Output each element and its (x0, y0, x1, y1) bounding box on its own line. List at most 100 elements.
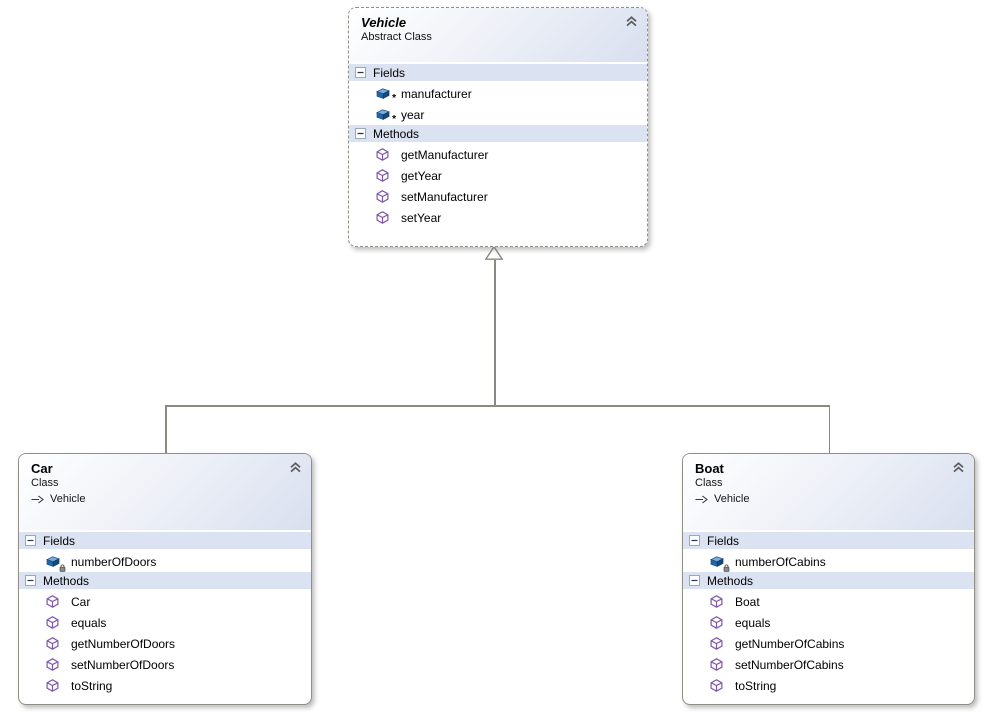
member-label: toString (735, 678, 777, 693)
member-label: setNumberOfCabins (735, 657, 844, 672)
class-vehicle[interactable]: Vehicle Abstract Class Fields * manufact… (348, 7, 648, 247)
private-lock-icon (723, 564, 730, 572)
collapse-minus-icon[interactable] (355, 128, 366, 139)
inheritance-arrow-icon (31, 495, 45, 504)
method-row[interactable]: setNumberOfDoors (19, 654, 311, 675)
member-label: getManufacturer (401, 147, 489, 162)
collapse-minus-icon[interactable] (689, 575, 700, 586)
member-label: setManufacturer (401, 189, 488, 204)
member-label: Boat (735, 594, 760, 609)
class-name: Boat (695, 461, 724, 476)
class-kind: Class (31, 477, 59, 489)
inheritance-arrow-icon (695, 495, 709, 504)
class-vehicle-header: Vehicle Abstract Class (349, 8, 647, 64)
private-field-icon (46, 556, 66, 572)
member-label: toString (71, 678, 113, 693)
member-label: numberOfDoors (71, 554, 157, 569)
base-class-row: Vehicle (695, 493, 964, 505)
class-name: Car (31, 461, 53, 476)
method-row[interactable]: equals (19, 612, 311, 633)
section-label: Methods (43, 573, 90, 588)
class-boat[interactable]: Boat Class Vehicle Fields (682, 453, 975, 705)
base-class-row: Vehicle (31, 493, 301, 505)
field-row[interactable]: * manufacturer (349, 83, 647, 104)
member-label: year (401, 107, 425, 122)
collapse-minus-icon[interactable] (25, 575, 36, 586)
member-label: getNumberOfDoors (71, 636, 176, 651)
fields-section-header[interactable]: Fields (683, 532, 974, 549)
base-class-name: Vehicle (714, 493, 750, 505)
field-row[interactable]: numberOfCabins (683, 551, 974, 572)
method-row[interactable]: equals (683, 612, 974, 633)
member-label: Car (71, 594, 91, 609)
method-icon (46, 637, 60, 650)
method-icon (46, 658, 60, 671)
collapse-minus-icon[interactable] (355, 67, 366, 78)
method-icon (376, 148, 390, 161)
method-icon (46, 679, 60, 692)
member-label: numberOfCabins (735, 554, 826, 569)
method-icon (376, 169, 390, 182)
protected-star-icon: * (392, 93, 396, 104)
method-icon (376, 211, 390, 224)
method-row[interactable]: toString (683, 675, 974, 696)
class-kind: Class (695, 477, 723, 489)
method-icon (46, 595, 60, 608)
method-icon (710, 595, 724, 608)
methods-section-header[interactable]: Methods (19, 572, 311, 589)
class-name: Vehicle (361, 15, 407, 30)
method-row[interactable]: setYear (349, 207, 647, 228)
methods-section-header[interactable]: Methods (349, 125, 647, 142)
generalization-triangle-icon[interactable] (484, 245, 504, 260)
method-row[interactable]: Car (19, 591, 311, 612)
class-car-header: Car Class Vehicle (19, 454, 311, 532)
protected-star-icon: * (392, 114, 396, 125)
inheritance-line-vertical-center[interactable] (494, 260, 496, 406)
method-row[interactable]: getNumberOfCabins (683, 633, 974, 654)
section-label: Fields (707, 533, 740, 548)
member-label: setYear (401, 210, 442, 225)
methods-section-header[interactable]: Methods (683, 572, 974, 589)
member-label: equals (71, 615, 107, 630)
protected-field-icon: * (376, 88, 396, 104)
collapse-chevron-icon[interactable] (952, 462, 965, 473)
section-label: Fields (43, 533, 76, 548)
section-label: Methods (373, 126, 420, 141)
method-icon (710, 616, 724, 629)
protected-field-icon: * (376, 109, 396, 125)
class-car[interactable]: Car Class Vehicle Fields (18, 453, 312, 705)
method-row[interactable]: setNumberOfCabins (683, 654, 974, 675)
method-row[interactable]: getNumberOfDoors (19, 633, 311, 654)
class-kind: Abstract Class (361, 31, 432, 43)
member-label: getNumberOfCabins (735, 636, 845, 651)
method-icon (710, 658, 724, 671)
method-row[interactable]: getYear (349, 165, 647, 186)
collapse-chevron-icon[interactable] (625, 16, 638, 27)
field-row[interactable]: numberOfDoors (19, 551, 311, 572)
method-row[interactable]: getManufacturer (349, 144, 647, 165)
method-icon (46, 616, 60, 629)
collapse-minus-icon[interactable] (689, 535, 700, 546)
inheritance-line-horizontal[interactable] (165, 405, 830, 407)
inheritance-line-vertical-boat[interactable] (828, 405, 830, 454)
base-class-name: Vehicle (50, 493, 86, 505)
fields-section-header[interactable]: Fields (349, 64, 647, 81)
fields-section-header[interactable]: Fields (19, 532, 311, 549)
private-field-icon (710, 556, 730, 572)
method-icon (710, 679, 724, 692)
collapse-chevron-icon[interactable] (289, 462, 302, 473)
private-lock-icon (59, 564, 66, 572)
class-boat-header: Boat Class Vehicle (683, 454, 974, 532)
member-label: setNumberOfDoors (71, 657, 175, 672)
method-row[interactable]: toString (19, 675, 311, 696)
inheritance-line-vertical-car[interactable] (165, 405, 167, 454)
method-row[interactable]: Boat (683, 591, 974, 612)
method-row[interactable]: setManufacturer (349, 186, 647, 207)
method-icon (376, 190, 390, 203)
member-label: getYear (401, 168, 442, 183)
method-icon (710, 637, 724, 650)
collapse-minus-icon[interactable] (25, 535, 36, 546)
section-label: Fields (373, 65, 406, 80)
field-row[interactable]: * year (349, 104, 647, 125)
